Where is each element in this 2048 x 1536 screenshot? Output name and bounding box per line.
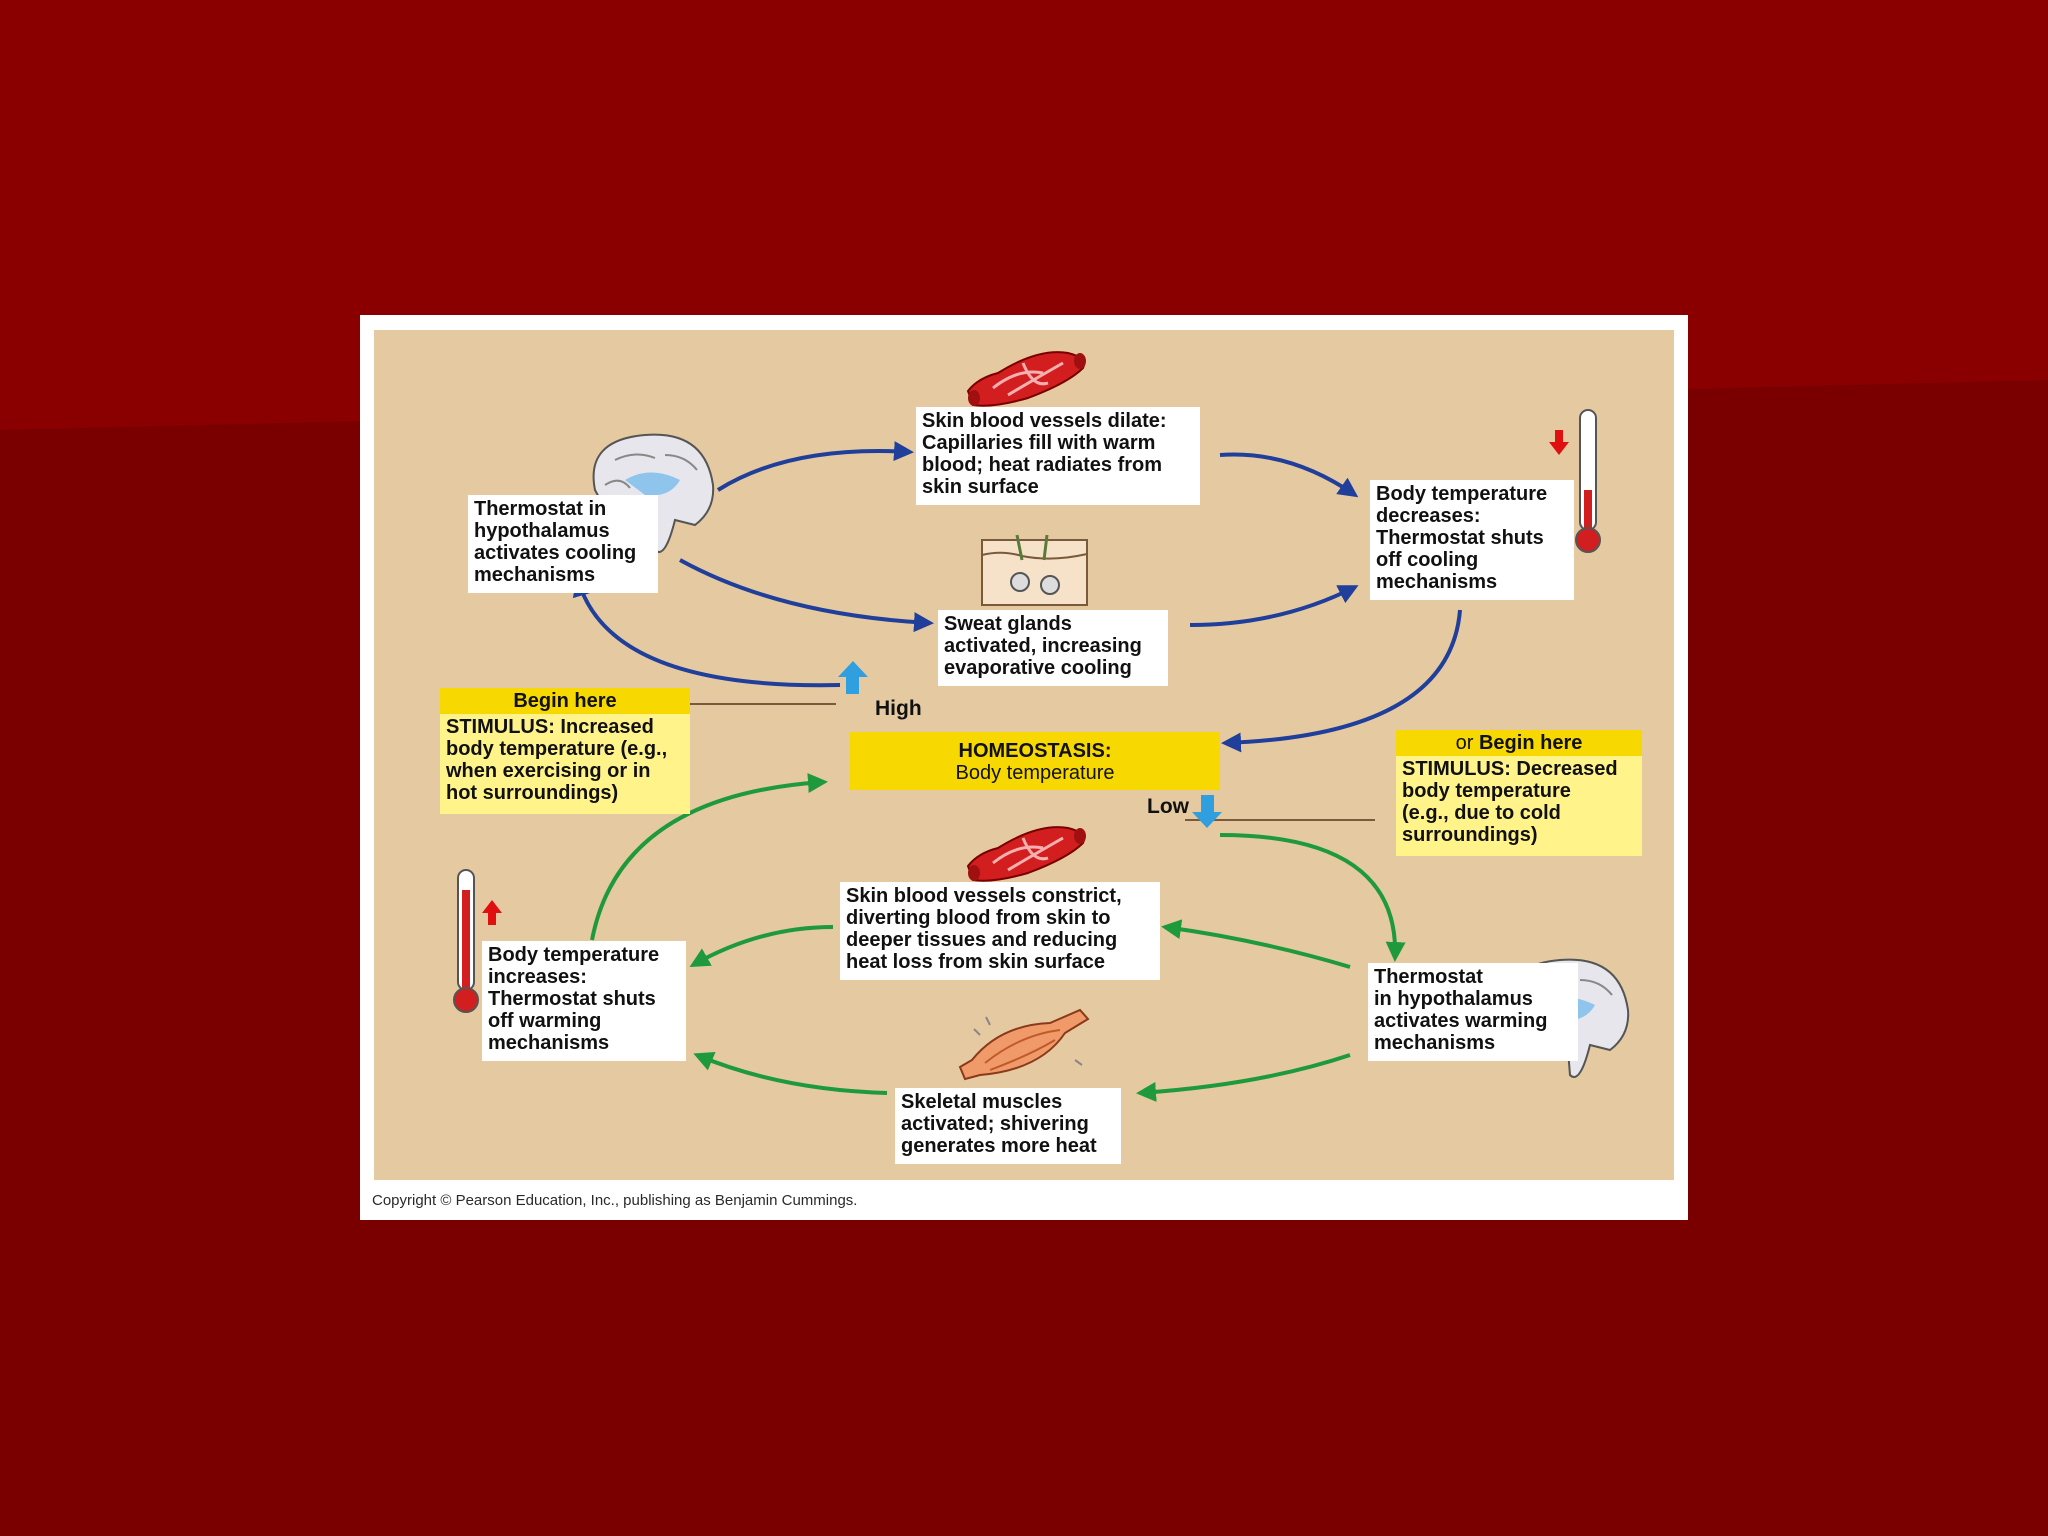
warming-vessels-box: Skin blood vessels constrict, diverting … — [840, 882, 1160, 980]
arrow-cool-high-to-thermostat — [572, 576, 841, 688]
arrow-cool-thermostat-to-sweat — [679, 558, 934, 633]
cooling-vessels-box: Skin blood vessels dilate: Capillaries f… — [916, 407, 1200, 505]
diagram-graphics — [453, 351, 1630, 1102]
red-up-arrow-icon — [482, 900, 502, 925]
muscle-icon — [958, 1008, 1090, 1081]
high-up-arrow-icon — [838, 661, 868, 694]
stimulus-low-box: or Begin here STIMULUS: Decreased body t… — [1396, 730, 1642, 856]
warming-thermostat-box: Thermostat in hypothalamus activates war… — [1368, 963, 1578, 1061]
stimulus-high-box: Begin here STIMULUS: Increased body temp… — [440, 688, 690, 814]
cooling-result-box: Body temperature decreases: Thermostat s… — [1370, 480, 1574, 600]
blood-vessel-icon — [966, 826, 1086, 882]
homeostasis-box: HOMEOSTASIS: Body temperature — [850, 732, 1220, 790]
low-label: Low — [1147, 795, 1189, 818]
warming-muscles-box: Skeletal muscles activated; shivering ge… — [895, 1088, 1121, 1164]
arrow-warm-low-to-thermostat — [1219, 833, 1406, 962]
arrow-warm-result-to-homeostasis — [590, 773, 828, 941]
arrow-cool-thermostat-to-vessels — [716, 441, 914, 492]
blood-vessel-icon — [966, 351, 1086, 407]
cooling-thermostat-box: Thermostat in hypothalamus activates coo… — [468, 495, 658, 593]
arrow-cool-result-to-homeostasis — [1221, 609, 1462, 753]
brain-icon — [592, 433, 715, 553]
sweat-gland-icon — [981, 534, 1088, 606]
homeostasis-title: HOMEOSTASIS: — [958, 740, 1112, 762]
arrow-cool-sweat-to-result — [1189, 585, 1359, 627]
arrow-warm-thermostat-to-vessels — [1161, 919, 1351, 969]
thermometer-icon — [453, 869, 479, 1013]
red-down-arrow-icon — [1549, 430, 1569, 455]
high-label: High — [875, 697, 922, 720]
arrow-warm-vessels-to-result — [689, 925, 834, 967]
low-down-arrow-icon — [1192, 795, 1222, 828]
arrow-warm-muscles-to-result — [693, 1051, 888, 1095]
homeostasis-figure: Thermostat in hypothalamus activates coo… — [360, 315, 1688, 1220]
homeostasis-subtitle: Body temperature — [955, 762, 1115, 784]
begin-here-label: Begin here — [440, 688, 690, 714]
or-begin-here-label: or Begin here — [1396, 730, 1642, 756]
arrow-warm-thermostat-to-muscles — [1136, 1053, 1351, 1102]
arrow-cool-vessels-to-result — [1219, 452, 1359, 498]
warming-result-box: Body temperature increases: Thermostat s… — [482, 941, 686, 1061]
thermometer-icon — [1575, 409, 1601, 553]
copyright-notice: Copyright © Pearson Education, Inc., pub… — [372, 1192, 858, 1209]
cooling-sweat-box: Sweat glands activated, increasing evapo… — [938, 610, 1168, 686]
